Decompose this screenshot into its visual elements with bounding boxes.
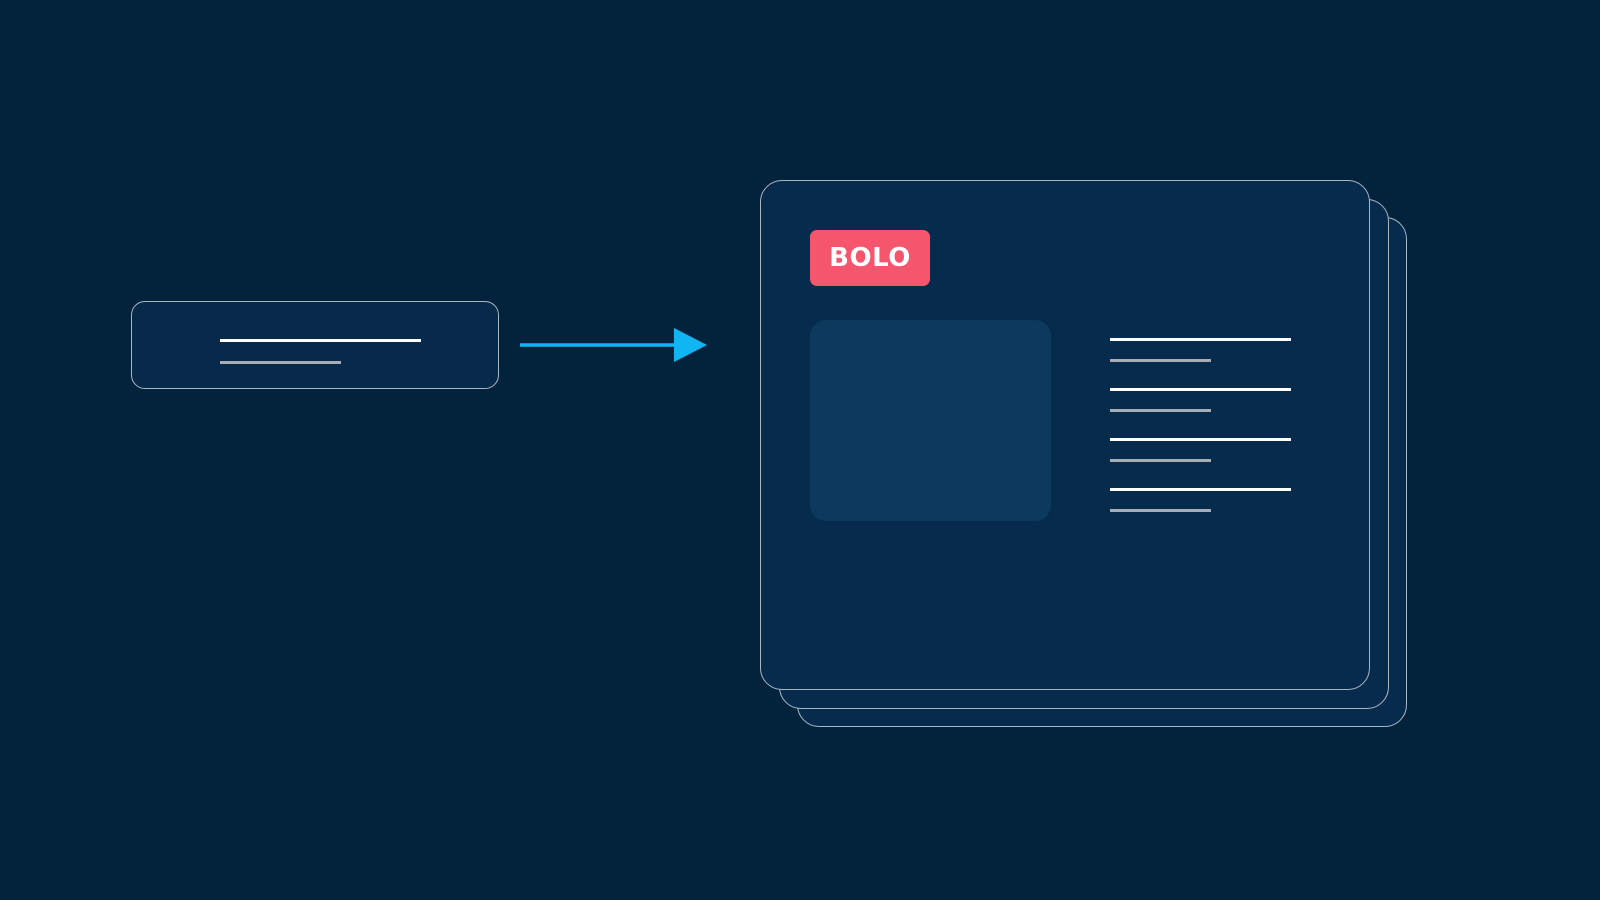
detail-subtitle-line xyxy=(1110,359,1211,362)
detail-row xyxy=(1110,388,1300,438)
detail-row xyxy=(1110,338,1300,388)
source-record-card xyxy=(131,301,499,389)
detail-row xyxy=(1110,438,1300,488)
bolo-badge: BOLO xyxy=(810,230,930,286)
detail-list xyxy=(1110,338,1300,538)
detail-subtitle-line xyxy=(1110,409,1211,412)
detail-title-line xyxy=(1110,388,1291,391)
arrow-head xyxy=(674,328,707,362)
detail-title-line xyxy=(1110,488,1291,491)
detail-title-line xyxy=(1110,338,1291,341)
source-title-line xyxy=(220,339,421,342)
detail-title-line xyxy=(1110,438,1291,441)
bolo-card: BOLO xyxy=(760,180,1370,690)
detail-row xyxy=(1110,488,1300,538)
detail-subtitle-line xyxy=(1110,509,1211,512)
arrow-right-icon xyxy=(520,328,707,362)
photo-placeholder xyxy=(810,320,1051,521)
source-subtitle-line xyxy=(220,361,341,364)
detail-subtitle-line xyxy=(1110,459,1211,462)
